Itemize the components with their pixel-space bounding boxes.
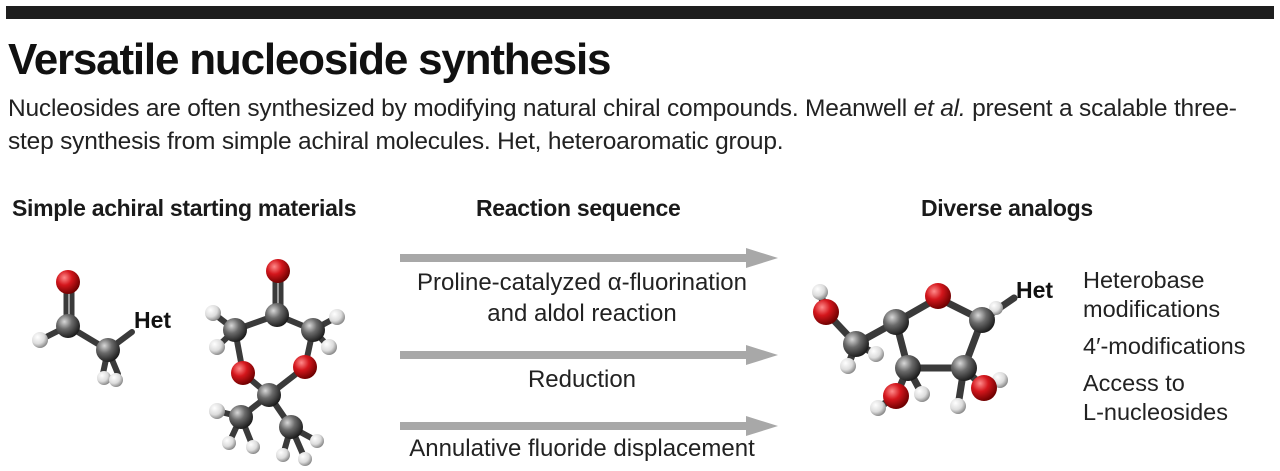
- step-2-label: Reduction: [527, 366, 637, 393]
- bonds: [37, 281, 135, 381]
- reaction-arrow-2: [400, 345, 778, 365]
- hydrogen-atom: [209, 339, 225, 355]
- carbon-atom: [883, 309, 909, 335]
- step-1-line2: and aldol reaction: [487, 300, 677, 327]
- hydrogen-atom: [310, 434, 324, 448]
- hydrogen-atom: [222, 436, 236, 450]
- hydrogen-atom: [914, 386, 930, 402]
- molecule-nucleoside-product: Het: [812, 277, 1053, 416]
- oxygen-atom: [925, 283, 951, 309]
- figure-title: Versatile nucleoside synthesis: [8, 35, 612, 84]
- carbon-atom: [279, 415, 303, 439]
- oxygen-atom: [231, 361, 255, 385]
- hydrogen-atom: [321, 339, 337, 355]
- carbon-atom: [56, 314, 80, 338]
- description-part1: Nucleosides are often synthesized by mod…: [8, 95, 914, 122]
- analog-item-line2: modifications: [1083, 296, 1221, 322]
- carbon-atom: [301, 318, 325, 342]
- analog-item: Access to L-nucleosides: [1083, 369, 1245, 427]
- description-italic: et al.: [913, 95, 966, 122]
- molecule-het-aldehyde: Het: [32, 270, 171, 387]
- reaction-arrow-3: [400, 416, 778, 436]
- het-label-product: Het: [1016, 277, 1053, 303]
- oxygen-atom: [56, 270, 80, 294]
- hydrogen-atom: [246, 440, 260, 454]
- analog-item: 4′-modifications: [1083, 332, 1245, 361]
- analog-item: Heterobase modifications: [1083, 266, 1245, 324]
- analog-item-line1: 4′-modifications: [1083, 333, 1246, 359]
- molecule-dioxanone: [205, 259, 345, 466]
- analog-item-line1: Heterobase: [1083, 267, 1205, 293]
- hydrogen-atom: [868, 346, 884, 362]
- oxygen-atom: [293, 355, 317, 379]
- carbon-atom: [229, 405, 253, 429]
- carbon-atom: [96, 338, 120, 362]
- step-1-label: Proline-catalyzed α-fluorination and ald…: [392, 267, 772, 329]
- hydrogen-atom: [329, 309, 345, 325]
- hydrogen-atom: [32, 332, 48, 348]
- carbon-atom: [895, 355, 921, 381]
- carbon-atom: [951, 355, 977, 381]
- oxygen-atom: [971, 375, 997, 401]
- het-label-start: Het: [134, 307, 171, 333]
- top-rule: [6, 6, 1274, 19]
- hydrogen-atom: [812, 284, 828, 300]
- carbon-atom: [265, 303, 289, 327]
- oxygen-atom: [883, 383, 909, 409]
- step-3-label: Annulative fluoride displacement: [409, 435, 755, 462]
- column-heading-analogs: Diverse analogs: [921, 195, 1093, 221]
- hydrogen-atom: [298, 452, 312, 466]
- hydrogen-atom: [205, 305, 221, 321]
- step-1-line1: Proline-catalyzed α-fluorination: [416, 269, 748, 296]
- carbon-atom: [843, 331, 869, 357]
- carbon-atom: [969, 307, 995, 333]
- hydrogen-atom: [989, 301, 1003, 315]
- hydrogen-atom: [840, 358, 856, 374]
- column-heading-starting: Simple achiral starting materials: [12, 195, 357, 221]
- description-part2: present a scalable three-step synthesis …: [8, 95, 1237, 155]
- analog-item-line2: L-nucleosides: [1083, 399, 1229, 425]
- reaction-arrow-1: [400, 248, 778, 268]
- hydrogen-atom: [276, 448, 290, 462]
- oxygen-atom: [266, 259, 290, 283]
- hydrogen-atom: [97, 371, 111, 385]
- hydrogen-atom: [109, 373, 123, 387]
- hydrogen-atom: [950, 398, 966, 414]
- oxygen-atom: [813, 299, 839, 325]
- bonds: [210, 270, 340, 462]
- hydrogen-atom: [870, 400, 886, 416]
- column-heading-sequence: Reaction sequence: [476, 195, 681, 221]
- analog-features-list: Heterobase modifications 4′-modification…: [1083, 266, 1245, 435]
- hydrogen-atom: [209, 403, 225, 419]
- carbon-atom: [223, 318, 247, 342]
- analog-item-line1: Access to: [1083, 370, 1185, 396]
- carbon-atom: [257, 383, 281, 407]
- figure-description: Nucleosides are often synthesized by mod…: [8, 92, 1273, 158]
